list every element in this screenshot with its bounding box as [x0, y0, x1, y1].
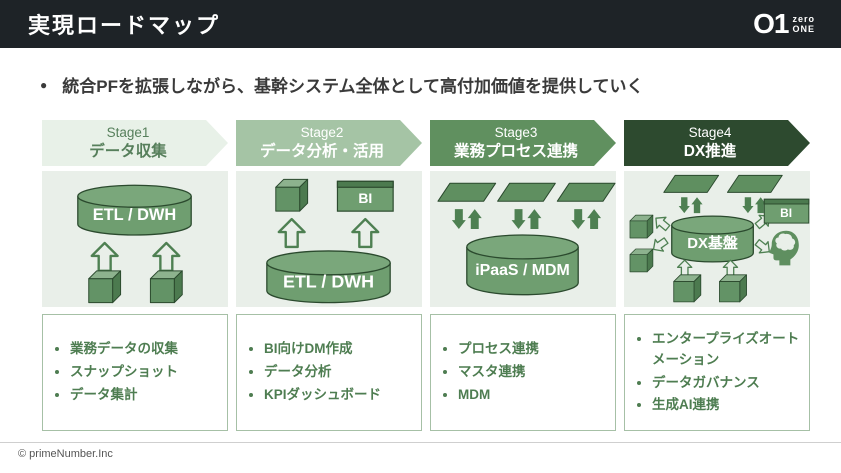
bullet-dot: ●: [40, 77, 48, 92]
stage4-bullet-list: エンタープライズオートメーションデータガバナンス生成AI連携: [625, 327, 809, 419]
stage2-arrow: Stage2 データ分析・活用: [236, 120, 422, 166]
bullet-item: マスタ連携: [458, 362, 539, 383]
up-arrow-icon: [277, 217, 306, 249]
stage2-label: Stage2: [300, 124, 344, 140]
stage4-db-label: DX基盤: [687, 234, 738, 252]
stage1-name: データ収集: [89, 142, 167, 160]
cube-icon: [88, 270, 122, 304]
stage3-arrow: Stage3 業務プロセス連携: [430, 120, 616, 166]
zeroone-logo: O1 zero ONE: [753, 8, 815, 40]
bullet-item: BI向けDM作成: [264, 339, 381, 360]
stage2-db-label: ETL / DWH: [283, 272, 374, 292]
cube-icon: [629, 248, 654, 273]
ai-brain-icon: [769, 230, 799, 266]
bullet-item: KPIダッシュボード: [264, 385, 381, 406]
up-arrow-icon: [90, 241, 119, 273]
stage3-db-label: iPaaS / MDM: [475, 262, 570, 279]
stage1-bullet-list: 業務データの収集スナップショットデータ集計: [43, 337, 178, 408]
stage2-diagram-panel: BI ETL / DWH: [236, 171, 422, 307]
bullet-item: 業務データの収集: [70, 339, 178, 360]
stage4-name: DX推進: [683, 142, 737, 160]
database-cylinder-icon: [671, 215, 754, 263]
summary-line: ● 統合PFを拡張しながら、基幹システム全体として高付加価値を提供していく: [40, 72, 841, 97]
stage1-diagram: ETL / DWH: [77, 184, 192, 304]
sync-arrows-icon: [451, 209, 482, 230]
stage3-diagram: iPaaS / MDM: [437, 182, 616, 296]
stage1-arrow: Stage1 データ収集: [42, 120, 228, 166]
cube-icon: [673, 274, 702, 303]
stage3-bullet-list: プロセス連携マスタ連携MDM: [431, 337, 539, 408]
plane-icon: [726, 174, 783, 193]
bullet-item: エンタープライズオートメーション: [652, 329, 809, 371]
bullet-item: スナップショット: [70, 362, 178, 383]
stage4-diagram: DX基盤 BI: [629, 174, 810, 303]
stage4-bullet-box: エンタープライズオートメーションデータガバナンス生成AI連携: [624, 314, 810, 431]
bullet-item: データ分析: [264, 362, 381, 383]
cube-icon: [719, 274, 747, 303]
stage4-diagram-panel: DX基盤 BI: [624, 171, 810, 307]
sync-arrows-icon: [571, 209, 602, 230]
sync-arrows-icon: [511, 209, 542, 230]
stage2-name: データ分析・活用: [259, 142, 384, 160]
bullet-item: データ集計: [70, 385, 178, 406]
database-cylinder-icon: [77, 184, 192, 236]
summary-text: 統合PFを拡張しながら、基幹システム全体として高付加価値を提供していく: [62, 77, 644, 96]
stage2-bullet-box: BI向けDM作成データ分析KPIダッシュボード: [236, 314, 422, 431]
stage3-name: 業務プロセス連携: [453, 142, 578, 160]
plane-icon: [437, 182, 497, 202]
out-arrow-icon: [752, 235, 775, 258]
stage4-label: Stage4: [688, 124, 732, 140]
plane-icon: [556, 182, 616, 202]
bullet-item: プロセス連携: [458, 339, 539, 360]
up-arrow-icon: [676, 259, 693, 277]
logo-mark: O1: [753, 8, 789, 39]
header-bar: 実現ロードマップ O1 zero ONE: [0, 0, 841, 48]
database-cylinder-icon: [466, 234, 579, 296]
stage1-diagram-panel: ETL / DWH: [42, 171, 228, 307]
stage4-bi-label: BI: [780, 206, 792, 220]
stage1-label: Stage1: [106, 124, 150, 140]
bullet-item: データガバナンス: [652, 373, 809, 394]
bullet-item: 生成AI連携: [652, 395, 809, 416]
stage1-bullet-box: 業務データの収集スナップショットデータ集計: [42, 314, 228, 431]
stage2-bullet-list: BI向けDM作成データ分析KPIダッシュボード: [237, 337, 381, 408]
database-cylinder-icon: [266, 250, 391, 304]
stage3-diagram-panel: iPaaS / MDM: [430, 171, 616, 307]
stage-header-row: Stage1 データ収集 Stage2 データ分析・活用 Stage3 業務プロ…: [42, 120, 810, 166]
cube-icon: [629, 214, 654, 239]
sync-arrows-icon: [742, 197, 767, 214]
stage4-arrow: Stage4 DX推進: [624, 120, 810, 166]
plane-icon: [663, 174, 720, 193]
stage3-label: Stage3: [494, 124, 538, 140]
diagram-row: ETL / DWH BI ETL / DWH: [42, 171, 810, 307]
footer-divider: [0, 442, 841, 443]
plane-icon: [497, 182, 556, 202]
out-arrow-icon: [650, 212, 673, 235]
logo-wordmark: zero ONE: [792, 14, 815, 35]
cube-icon: [149, 270, 183, 304]
bullet-item: MDM: [458, 385, 539, 406]
up-arrow-icon: [351, 217, 380, 249]
stage3-bullet-box: プロセス連携マスタ連携MDM: [430, 314, 616, 431]
logo-word-one: ONE: [792, 24, 815, 34]
stage2-diagram: BI ETL / DWH: [266, 178, 394, 304]
page-title: 実現ロードマップ: [28, 13, 221, 38]
bullet-box-row: 業務データの収集スナップショットデータ集計 BI向けDM作成データ分析KPIダッ…: [42, 314, 810, 431]
stage1-db-label: ETL / DWH: [93, 206, 177, 224]
cube-icon: [275, 178, 309, 212]
stage2-bi-label: BI: [358, 190, 372, 206]
logo-word-zero: zero: [792, 13, 815, 24]
sync-arrows-icon: [678, 197, 703, 214]
up-arrow-icon: [722, 259, 739, 277]
copyright-text: © primeNumber.Inc: [18, 448, 113, 460]
up-arrow-icon: [152, 241, 181, 273]
